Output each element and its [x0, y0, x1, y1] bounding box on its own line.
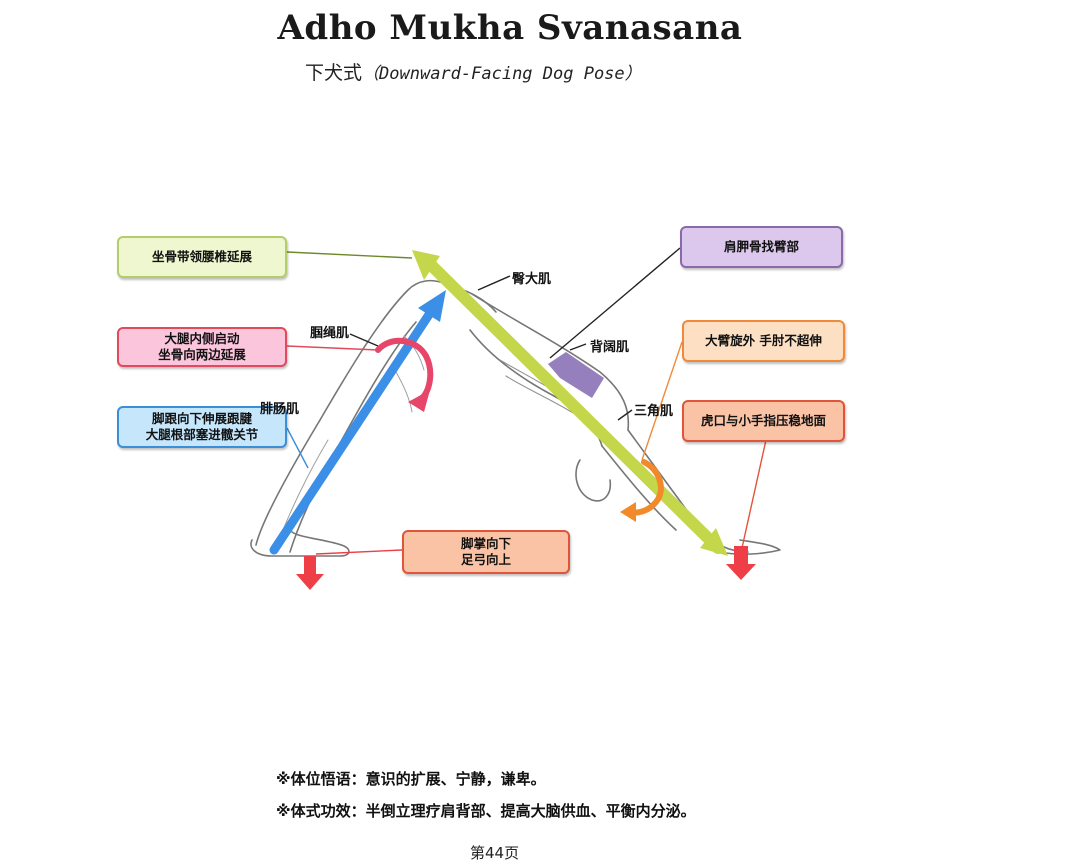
foot-outline	[250, 531, 350, 557]
label-glute: 臀大肌	[512, 272, 552, 287]
red-arrow-hand	[726, 546, 756, 580]
spine-arrow	[412, 250, 728, 556]
leader-hamstring	[349, 333, 379, 347]
leader-lines	[286, 247, 767, 555]
leader-heel	[286, 427, 309, 469]
box-inner-thigh: 大腿内侧启动 坐骨向两边延展	[117, 327, 287, 367]
back-outline	[471, 293, 630, 431]
box-heel-line2: 大腿根部塞进髋关节	[145, 427, 259, 442]
label-calf: 腓肠肌	[260, 402, 300, 417]
leader-deltoid	[617, 409, 633, 421]
page-number: 第44页	[470, 844, 520, 862]
leader-sole	[315, 549, 403, 555]
subtitle-en: （Downward-Facing Dog Pose）	[362, 64, 642, 84]
box-heel: 脚跟向下伸展跟腱 大腿根部塞进髋关节	[117, 406, 287, 448]
leader-lats	[569, 343, 587, 351]
box-sole-line1: 脚掌向下	[460, 536, 511, 552]
page-subtitle: 下犬式（Downward-Facing Dog Pose）	[305, 58, 642, 85]
box-inner-thigh-line1: 大腿内侧启动	[164, 331, 240, 347]
note-benefit: ※体式功效：半倒立理疗肩背部、提高大脑供血、平衡内分泌。	[276, 802, 696, 820]
lats-arrow	[548, 352, 604, 398]
box-inner-thigh-line2: 坐骨向两边延展	[158, 347, 246, 362]
leader-inner-thigh	[286, 345, 379, 351]
hand-outline	[719, 539, 781, 555]
leader-sit-bone	[286, 251, 413, 259]
box-sole: 脚掌向下 足弓向上	[402, 530, 570, 574]
box-heel-line1: 脚跟向下伸展跟腱	[151, 411, 252, 427]
label-hamstring: 腘绳肌	[310, 326, 350, 341]
red-arrow-foot	[296, 556, 324, 590]
box-scapula: 肩胛骨找臂部	[680, 226, 843, 268]
box-hand-press: 虎口与小手指压稳地面	[682, 400, 845, 442]
box-sit-bone: 坐骨带领腰椎延展	[117, 236, 287, 278]
leg-arrow	[269, 290, 446, 555]
subtitle-cn: 下犬式	[305, 62, 363, 84]
leg-outline	[255, 279, 447, 546]
knee-sketch	[395, 371, 413, 413]
label-lats: 背阔肌	[590, 340, 630, 355]
pink-rotation-arrow	[375, 337, 434, 412]
orange-rotation-arrow	[620, 459, 664, 522]
head-outline	[575, 459, 612, 502]
box-sole-line2: 足弓向上	[460, 552, 511, 567]
leader-glute	[477, 275, 511, 291]
leader-arm-rotate	[641, 341, 683, 461]
page-title: Adho Mukha Svanasana	[277, 8, 743, 48]
arm-inner	[601, 445, 677, 531]
leader-hand-press	[741, 439, 767, 549]
leader-scapula	[549, 247, 681, 359]
note-insight: ※体位悟语：意识的扩展、宁静，谦卑。	[276, 770, 546, 788]
box-arm-rotate: 大臂旋外 手肘不超伸	[682, 320, 845, 362]
label-deltoid: 三角肌	[634, 404, 674, 419]
